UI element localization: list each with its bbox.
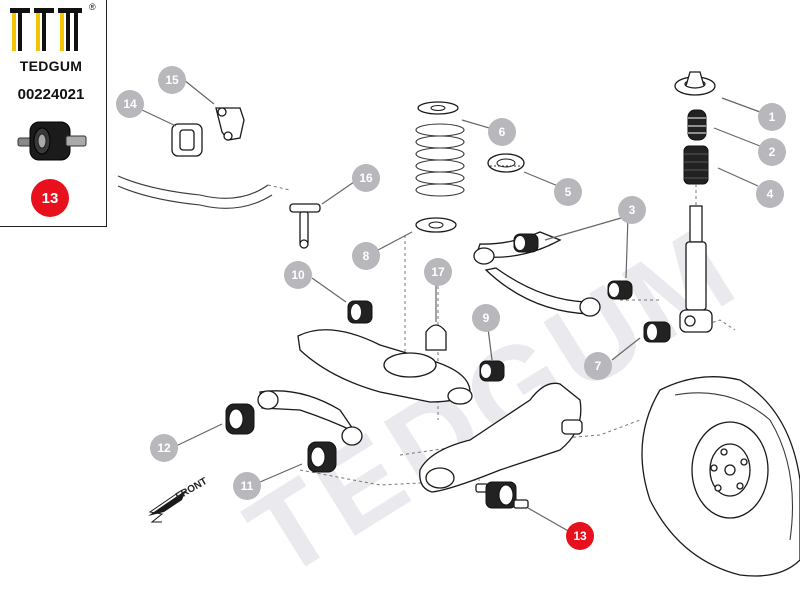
stabilizer-bracket: [215, 107, 245, 141]
part-info-box: ® TEDGUM 00224021 13: [0, 0, 107, 227]
callout-7: 7: [584, 352, 612, 380]
callout-6: 6: [488, 118, 516, 146]
leader-lines: [141, 79, 761, 533]
front-label: FRONT: [174, 476, 209, 503]
stabilizer-bar: [117, 175, 291, 209]
trailing-arm-bushing-13: [475, 481, 529, 509]
callout-13: 13: [566, 522, 594, 550]
callout-16: 16: [352, 164, 380, 192]
wheel: [641, 376, 800, 577]
lower-arm-bushing-12: [225, 403, 255, 435]
trailing-arm: [297, 329, 473, 405]
callout-10: 10: [284, 261, 312, 289]
stabilizer-link: [289, 203, 321, 249]
callout-13-label: 13: [573, 529, 587, 543]
callout-15-label: 15: [165, 73, 179, 87]
tedgum-logo-icon: [10, 8, 82, 51]
callout-9: 9: [472, 304, 500, 332]
part-number: 00224021: [17, 86, 85, 103]
upper-control-arm: [473, 231, 601, 317]
trailing-arm-bushing: [347, 300, 373, 324]
registered-mark: ®: [89, 2, 96, 12]
callout-2: 2: [758, 138, 786, 166]
callout-15: 15: [158, 66, 186, 94]
dust-boot: [683, 145, 709, 185]
callout-11: 11: [233, 472, 261, 500]
bump-stop-17: [425, 324, 447, 351]
stabilizer-bushing: [171, 123, 203, 157]
shock-bushing-7: [643, 321, 671, 343]
callout-5: 5: [554, 178, 582, 206]
callout-4: 4: [756, 180, 784, 208]
lower-arm-bushing-11: [307, 441, 337, 473]
strut-top-mount: [674, 71, 716, 96]
callout-16-label: 16: [359, 171, 373, 185]
callout-1: 1: [758, 103, 786, 131]
callout-2-label: 2: [769, 145, 776, 159]
coil-spring: [415, 101, 465, 233]
callout-1-label: 1: [769, 110, 776, 124]
callout-4-label: 4: [767, 187, 774, 201]
callout-8-label: 8: [363, 249, 370, 263]
callout-5-label: 5: [565, 185, 572, 199]
callout-17: 17: [424, 258, 452, 286]
brand-name: TEDGUM: [19, 58, 83, 74]
hub-carrier: [419, 382, 583, 493]
callout-10-label: 10: [291, 268, 305, 282]
badge-13: 13: [31, 179, 69, 217]
front-arrow: FRONT: [148, 476, 209, 523]
lower-control-arm: [257, 390, 363, 446]
bump-stop: [687, 109, 707, 141]
callout-12-label: 12: [157, 441, 171, 455]
callout-17-label: 17: [431, 265, 445, 279]
lower-link-bushing-9: [479, 360, 505, 382]
callout-6-label: 6: [499, 125, 506, 139]
callout-3: 3: [618, 196, 646, 224]
bushing-product-icon: [17, 121, 87, 161]
callout-11-label: 11: [241, 479, 254, 493]
callout-3-label: 3: [629, 203, 636, 217]
spring-bearing: [487, 153, 525, 173]
upper-arm-bushings: [513, 233, 633, 300]
callout-12: 12: [150, 434, 178, 462]
callout-7-label: 7: [595, 359, 602, 373]
callout-14: 14: [116, 90, 144, 118]
shock-absorber: [679, 184, 713, 333]
callout-8: 8: [352, 242, 380, 270]
callout-14-label: 14: [123, 97, 137, 111]
callout-9-label: 9: [483, 311, 490, 325]
